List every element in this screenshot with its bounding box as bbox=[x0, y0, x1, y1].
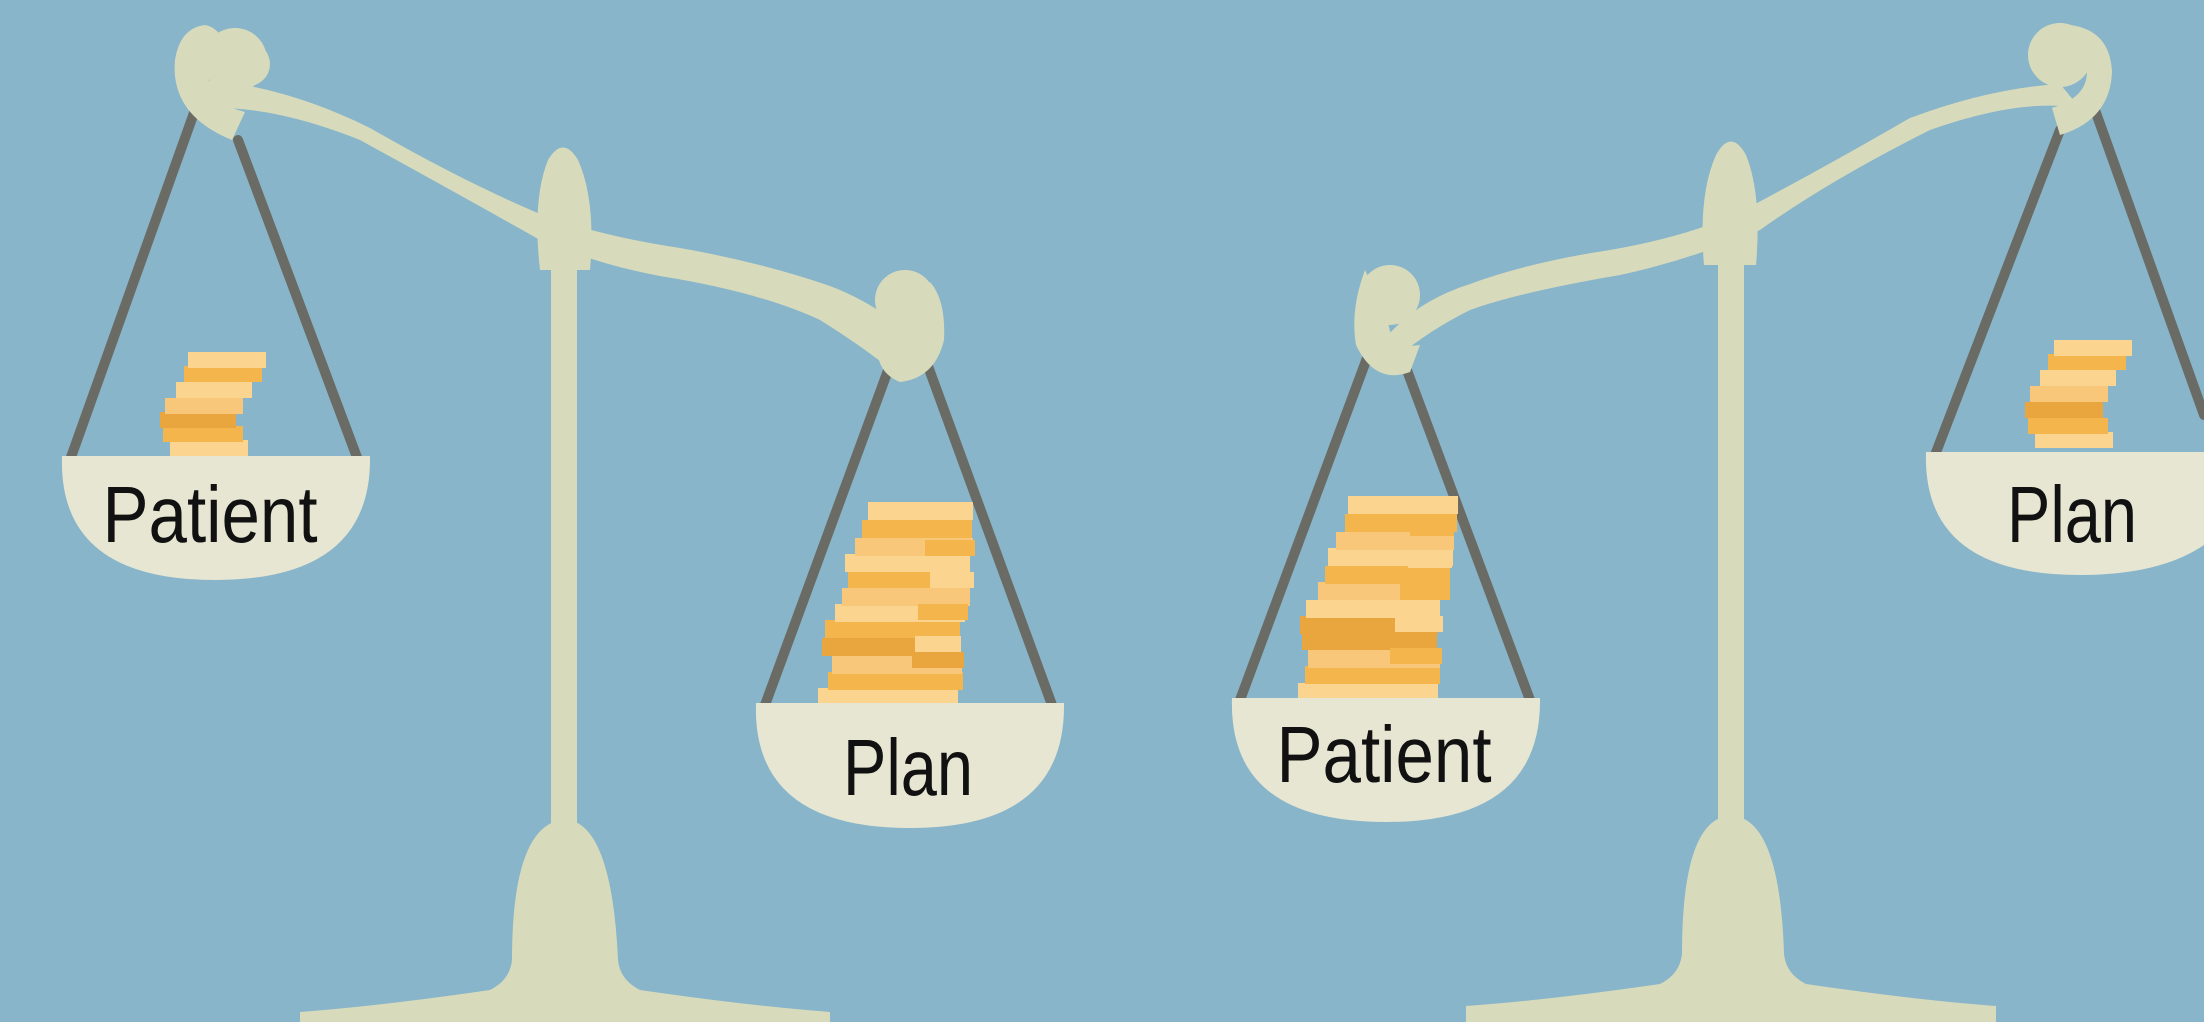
left-scale: Patient Plan bbox=[61, 25, 1065, 1022]
right-scale-beam bbox=[1390, 84, 2080, 355]
right-scale-right-pan-label: Plan bbox=[2007, 470, 2137, 559]
right-scale-left-pan: Patient bbox=[1231, 698, 1541, 822]
right-scale: Patient Plan bbox=[1231, 23, 2204, 1022]
left-scale-base bbox=[300, 820, 830, 1022]
left-scale-left-coins bbox=[160, 352, 266, 456]
left-scale-right-chains bbox=[760, 353, 1057, 710]
right-scale-right-curl bbox=[2028, 23, 2112, 135]
right-scale-left-pan-label: Patient bbox=[1277, 710, 1492, 799]
right-scale-right-chains bbox=[1930, 105, 2204, 460]
right-scale-right-coins bbox=[2025, 340, 2132, 448]
left-scale-right-curl bbox=[875, 270, 945, 382]
right-scale-base bbox=[1466, 816, 1996, 1022]
right-scale-pole bbox=[1718, 250, 1744, 825]
left-scale-left-pan: Patient bbox=[61, 456, 371, 580]
left-scale-pole bbox=[551, 250, 577, 830]
left-scale-right-coins bbox=[818, 502, 975, 706]
right-scale-right-pan: Plan bbox=[1925, 452, 2204, 575]
left-scale-left-chains bbox=[65, 105, 363, 465]
left-scale-beam bbox=[188, 80, 918, 374]
left-scale-left-pan-label: Patient bbox=[103, 470, 318, 559]
right-scale-left-curl bbox=[1354, 265, 1420, 376]
left-scale-right-pan: Plan bbox=[755, 703, 1065, 828]
right-scale-left-coins bbox=[1298, 496, 1458, 701]
left-scale-left-curl bbox=[174, 25, 270, 140]
left-scale-right-pan-label: Plan bbox=[843, 723, 973, 812]
right-scale-left-chains bbox=[1235, 345, 1535, 705]
